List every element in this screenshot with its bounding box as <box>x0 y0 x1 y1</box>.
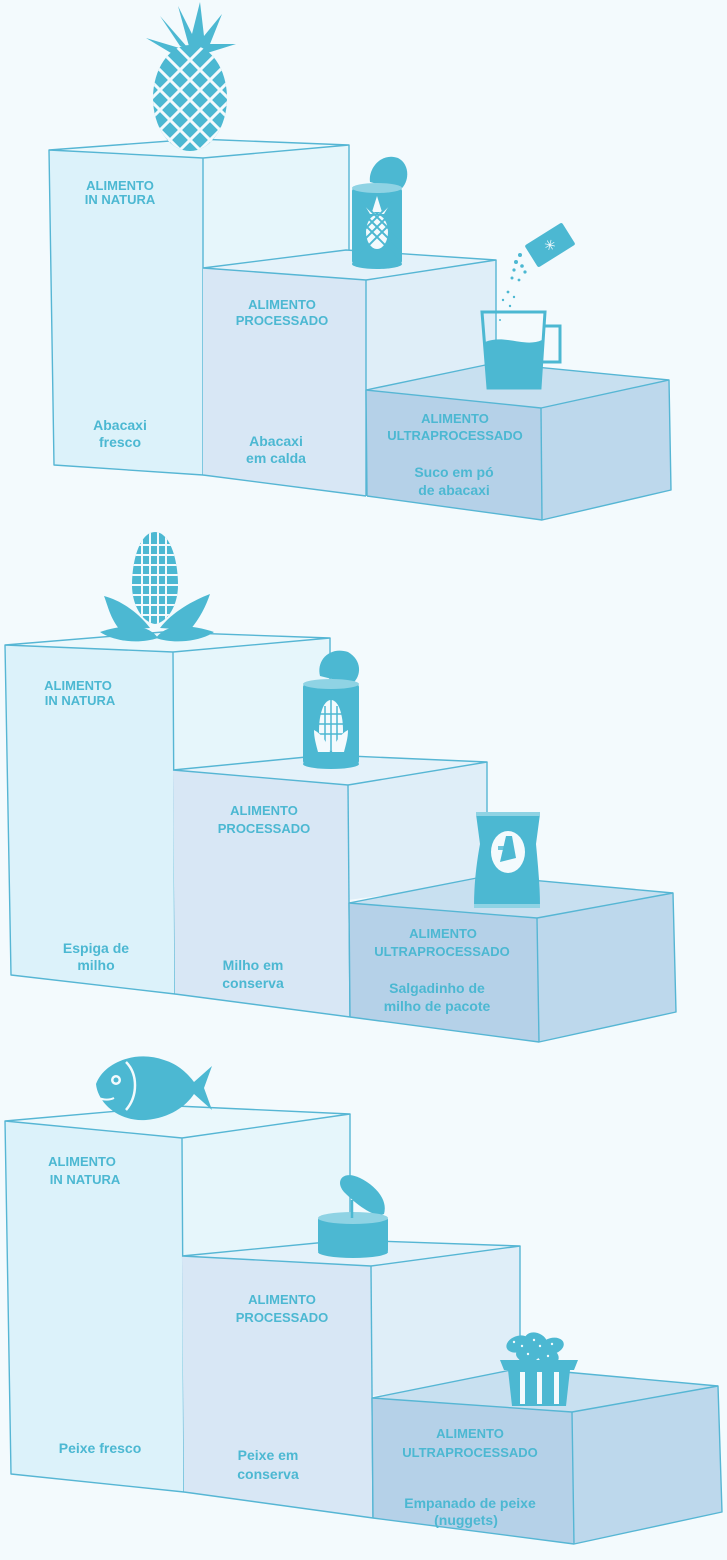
natura-food-line2: milho <box>77 957 114 973</box>
ultra-food-line1: Suco em pó <box>414 464 493 480</box>
pineapple-icon <box>146 2 236 151</box>
processado-title-line1: ALIMENTO <box>230 803 298 818</box>
processado-food-line1: Peixe em <box>238 1447 299 1463</box>
ultra-food-line1: Empanado de peixe <box>404 1495 536 1511</box>
processado-title-line1: ALIMENTO <box>248 1292 316 1307</box>
pineapple-can-icon <box>352 156 408 269</box>
ultra-title-line2: ULTRAPROCESSADO <box>387 428 523 443</box>
ultra-title-line1: ALIMENTO <box>421 411 489 426</box>
ultra-title-line2: ULTRAPROCESSADO <box>374 944 510 959</box>
box-ultraprocessado: ALIMENTO ULTRAPROCESSADO Empanado de pei… <box>371 1367 723 1545</box>
powdered-juice-icon: ✳ <box>480 223 575 390</box>
group-peixe: ALIMENTO IN NATURA Peixe fresco ALIMENTO… <box>4 1056 723 1545</box>
box-natura: ALIMENTO IN NATURA Peixe fresco <box>4 1105 351 1493</box>
processado-title-line2: PROCESSADO <box>236 1310 328 1325</box>
snack-bag-icon <box>474 812 540 908</box>
ultra-food-line2: (nuggets) <box>434 1512 498 1528</box>
box-ultraprocessado: ALIMENTO ULTRAPROCESSADO Suco em pó de a… <box>365 362 672 521</box>
processado-food-line2: conserva <box>237 1466 299 1482</box>
natura-title-line1: ALIMENTO <box>86 178 154 193</box>
processado-food-line1: Milho em <box>223 957 284 973</box>
natura-food-line1: Espiga de <box>63 940 129 956</box>
natura-title-line1: ALIMENTO <box>44 678 112 693</box>
nuggets-box-icon <box>500 1332 578 1406</box>
box-processado: ALIMENTO PROCESSADO Abacaxi em calda <box>202 249 497 497</box>
group-abacaxi: ALIMENTO IN NATURA Abacaxi fresco ALIMEN… <box>48 2 672 521</box>
group-milho: ALIMENTO IN NATURA Espiga de milho ALIME… <box>4 532 677 1043</box>
natura-title-line1: ALIMENTO <box>48 1154 116 1169</box>
ultra-title-line1: ALIMENTO <box>436 1426 504 1441</box>
natura-food-line1: Abacaxi <box>93 417 147 433</box>
natura-title-line2: IN NATURA <box>85 192 156 207</box>
natura-food-line2: fresco <box>99 434 141 450</box>
processado-title-line2: PROCESSADO <box>218 821 310 836</box>
natura-food-line1: Peixe fresco <box>59 1440 142 1456</box>
fish-can-icon <box>318 1175 388 1258</box>
box-natura: ALIMENTO IN NATURA Abacaxi fresco <box>48 138 350 476</box>
ultra-food-line2: milho de pacote <box>384 998 491 1014</box>
processado-food-line1: Abacaxi <box>249 433 303 449</box>
ultra-title-line1: ALIMENTO <box>409 926 477 941</box>
box-natura: ALIMENTO IN NATURA Espiga de milho <box>4 631 331 995</box>
processado-title-line1: ALIMENTO <box>248 297 316 312</box>
box-processado: ALIMENTO PROCESSADO Milho em conserva <box>172 754 488 1018</box>
processado-food-line2: em calda <box>246 450 306 466</box>
natura-title-line2: IN NATURA <box>50 1172 121 1187</box>
corn-cob-icon <box>100 532 214 642</box>
ultra-food-line2: de abacaxi <box>418 482 490 498</box>
fish-icon <box>96 1056 212 1121</box>
natura-title-line2: IN NATURA <box>45 693 116 708</box>
corn-can-icon <box>303 650 360 769</box>
ultra-title-line2: ULTRAPROCESSADO <box>402 1445 538 1460</box>
processado-food-line2: conserva <box>222 975 284 991</box>
ultra-food-line1: Salgadinho de <box>389 980 485 996</box>
processado-title-line2: PROCESSADO <box>236 313 328 328</box>
